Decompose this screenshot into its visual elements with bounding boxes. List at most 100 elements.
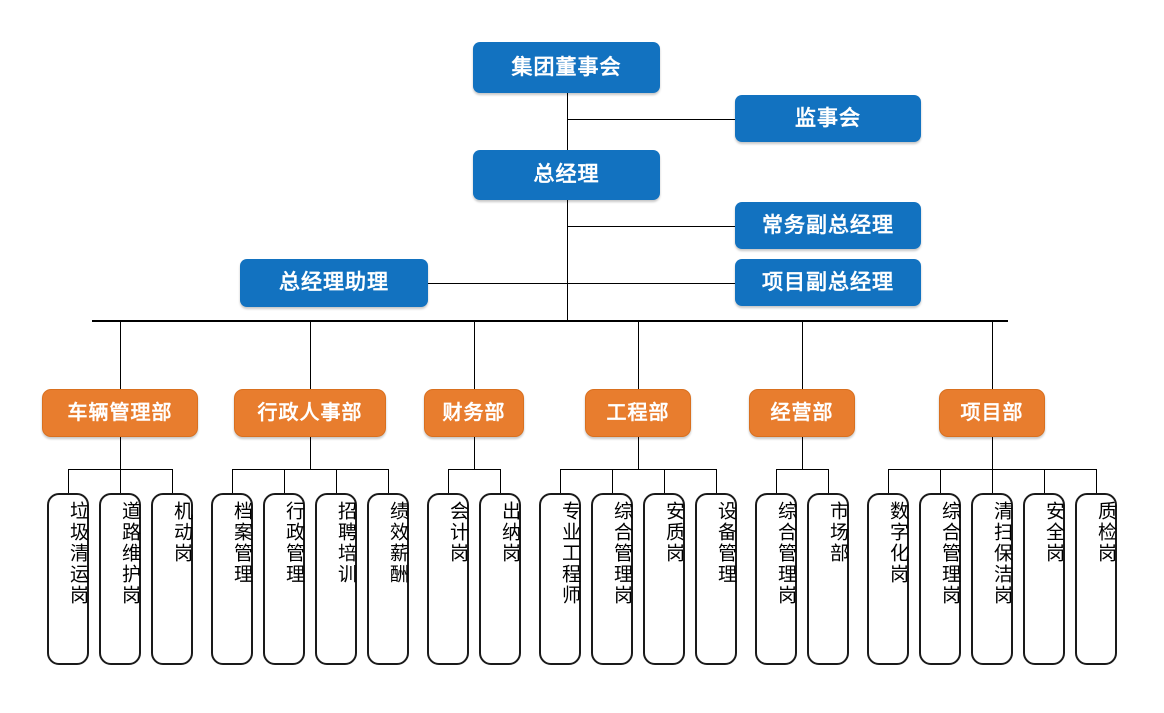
post-road-maintenance[interactable]: 道路维护岗 — [99, 493, 141, 665]
post-equipment-management[interactable]: 设备管理 — [695, 493, 737, 665]
connector-admin-hr-post-2 — [336, 469, 337, 493]
connector-admin-hr-stem — [310, 437, 311, 469]
department-finance[interactable]: 财务部 — [424, 389, 524, 437]
department-engineering[interactable]: 工程部 — [585, 389, 691, 437]
post-market[interactable]: 市场部 — [807, 493, 849, 665]
connector-operations-post-1 — [828, 469, 829, 493]
post-quality-inspection-label: 质检岗 — [1095, 501, 1116, 564]
exec-general-manager-label: 总经理 — [533, 163, 600, 187]
connector-board-to-gm — [567, 93, 568, 150]
post-admin-management[interactable]: 行政管理 — [263, 493, 305, 665]
post-recruit-training[interactable]: 招聘培训 — [315, 493, 357, 665]
connector-gm-to-project-deputy — [567, 283, 735, 284]
connector-project-post-4 — [1096, 469, 1097, 493]
exec-general-manager[interactable]: 总经理 — [473, 150, 660, 200]
post-safety[interactable]: 安全岗 — [1023, 493, 1065, 665]
post-safety-quality-label: 安质岗 — [663, 501, 684, 564]
exec-gm-assistant[interactable]: 总经理助理 — [240, 259, 428, 307]
post-garbage-transport[interactable]: 垃圾清运岗 — [47, 493, 89, 665]
connector-bus-to-admin-hr — [310, 320, 311, 389]
post-proj-comprehensive-label: 综合管理岗 — [939, 501, 960, 606]
post-accounting[interactable]: 会计岗 — [427, 493, 469, 665]
connector-finance-stem — [474, 437, 475, 469]
post-vehicle-mobile-label: 机动岗 — [171, 501, 192, 564]
connector-gm-to-bus — [567, 200, 568, 320]
connector-engineering-post-1 — [612, 469, 613, 493]
department-engineering-label: 工程部 — [606, 402, 670, 424]
connector-engineering-post-2 — [664, 469, 665, 493]
post-cashier-label: 出纳岗 — [499, 501, 520, 564]
exec-executive-deputy-gm-label: 常务副总经理 — [762, 213, 894, 237]
connector-engineering-post-0 — [560, 469, 561, 493]
department-project-label: 项目部 — [960, 402, 1024, 424]
post-safety-label: 安全岗 — [1043, 501, 1064, 564]
connector-bus-to-vehicle-management — [120, 320, 121, 389]
sub-bus-admin-hr — [232, 469, 388, 470]
connector-admin-hr-post-0 — [232, 469, 233, 493]
post-eng-comprehensive[interactable]: 综合管理岗 — [591, 493, 633, 665]
department-admin-hr-label: 行政人事部 — [257, 402, 363, 424]
connector-bus-to-project — [992, 320, 993, 389]
post-vehicle-mobile[interactable]: 机动岗 — [151, 493, 193, 665]
department-operations-label: 经营部 — [770, 402, 834, 424]
post-proj-comprehensive[interactable]: 综合管理岗 — [919, 493, 961, 665]
connector-admin-hr-post-3 — [388, 469, 389, 493]
post-archive-management-label: 档案管理 — [231, 501, 252, 585]
post-professional-engineer-label: 专业工程师 — [559, 501, 580, 606]
sub-bus-engineering — [560, 469, 716, 470]
post-equipment-management-label: 设备管理 — [715, 501, 736, 585]
post-cleaning-label: 清扫保洁岗 — [991, 501, 1012, 606]
post-road-maintenance-label: 道路维护岗 — [119, 501, 140, 606]
connector-finance-post-1 — [500, 469, 501, 493]
main-bus-line — [92, 320, 1008, 322]
department-project[interactable]: 项目部 — [939, 389, 1045, 437]
department-vehicle-management-label: 车辆管理部 — [67, 402, 173, 424]
post-ops-comprehensive[interactable]: 综合管理岗 — [755, 493, 797, 665]
exec-gm-assistant-label: 总经理助理 — [279, 271, 389, 295]
connector-project-post-1 — [940, 469, 941, 493]
connector-vehicle-management-post-0 — [68, 469, 69, 493]
post-performance-pay[interactable]: 绩效薪酬 — [367, 493, 409, 665]
connector-project-stem — [992, 437, 993, 469]
connector-bus-to-finance — [474, 320, 475, 389]
connector-vehicle-management-post-1 — [120, 469, 121, 493]
connector-admin-hr-post-1 — [284, 469, 285, 493]
post-admin-management-label: 行政管理 — [283, 501, 304, 585]
post-professional-engineer[interactable]: 专业工程师 — [539, 493, 581, 665]
exec-supervisory-board-label: 监事会 — [795, 106, 861, 130]
post-market-label: 市场部 — [827, 501, 848, 564]
exec-project-deputy-gm[interactable]: 项目副总经理 — [735, 259, 921, 306]
exec-board-label: 集团董事会 — [511, 55, 622, 79]
connector-bus-to-operations — [802, 320, 803, 389]
connector-project-post-0 — [888, 469, 889, 493]
department-admin-hr[interactable]: 行政人事部 — [234, 389, 386, 437]
post-cleaning[interactable]: 清扫保洁岗 — [971, 493, 1013, 665]
connector-project-post-2 — [992, 469, 993, 493]
post-safety-quality[interactable]: 安质岗 — [643, 493, 685, 665]
connector-vehicle-management-stem — [120, 437, 121, 469]
post-cashier[interactable]: 出纳岗 — [479, 493, 521, 665]
post-archive-management[interactable]: 档案管理 — [211, 493, 253, 665]
department-operations[interactable]: 经营部 — [749, 389, 855, 437]
connector-project-post-3 — [1044, 469, 1045, 493]
post-digitalization-label: 数字化岗 — [887, 501, 908, 585]
connector-gm-to-assistant — [428, 283, 567, 284]
exec-executive-deputy-gm[interactable]: 常务副总经理 — [735, 202, 921, 249]
exec-supervisory-board[interactable]: 监事会 — [735, 95, 921, 142]
department-vehicle-management[interactable]: 车辆管理部 — [42, 389, 198, 437]
post-garbage-transport-label: 垃圾清运岗 — [67, 501, 88, 606]
connector-operations-post-0 — [776, 469, 777, 493]
post-eng-comprehensive-label: 综合管理岗 — [611, 501, 632, 606]
post-digitalization[interactable]: 数字化岗 — [867, 493, 909, 665]
connector-vehicle-management-post-2 — [172, 469, 173, 493]
exec-project-deputy-gm-label: 项目副总经理 — [762, 270, 894, 294]
post-recruit-training-label: 招聘培训 — [335, 501, 356, 585]
exec-board[interactable]: 集团董事会 — [473, 42, 660, 93]
post-performance-pay-label: 绩效薪酬 — [387, 501, 408, 585]
sub-bus-finance — [448, 469, 500, 470]
connector-operations-stem — [802, 437, 803, 469]
sub-bus-operations — [776, 469, 828, 470]
connector-engineering-stem — [638, 437, 639, 469]
post-quality-inspection[interactable]: 质检岗 — [1075, 493, 1117, 665]
